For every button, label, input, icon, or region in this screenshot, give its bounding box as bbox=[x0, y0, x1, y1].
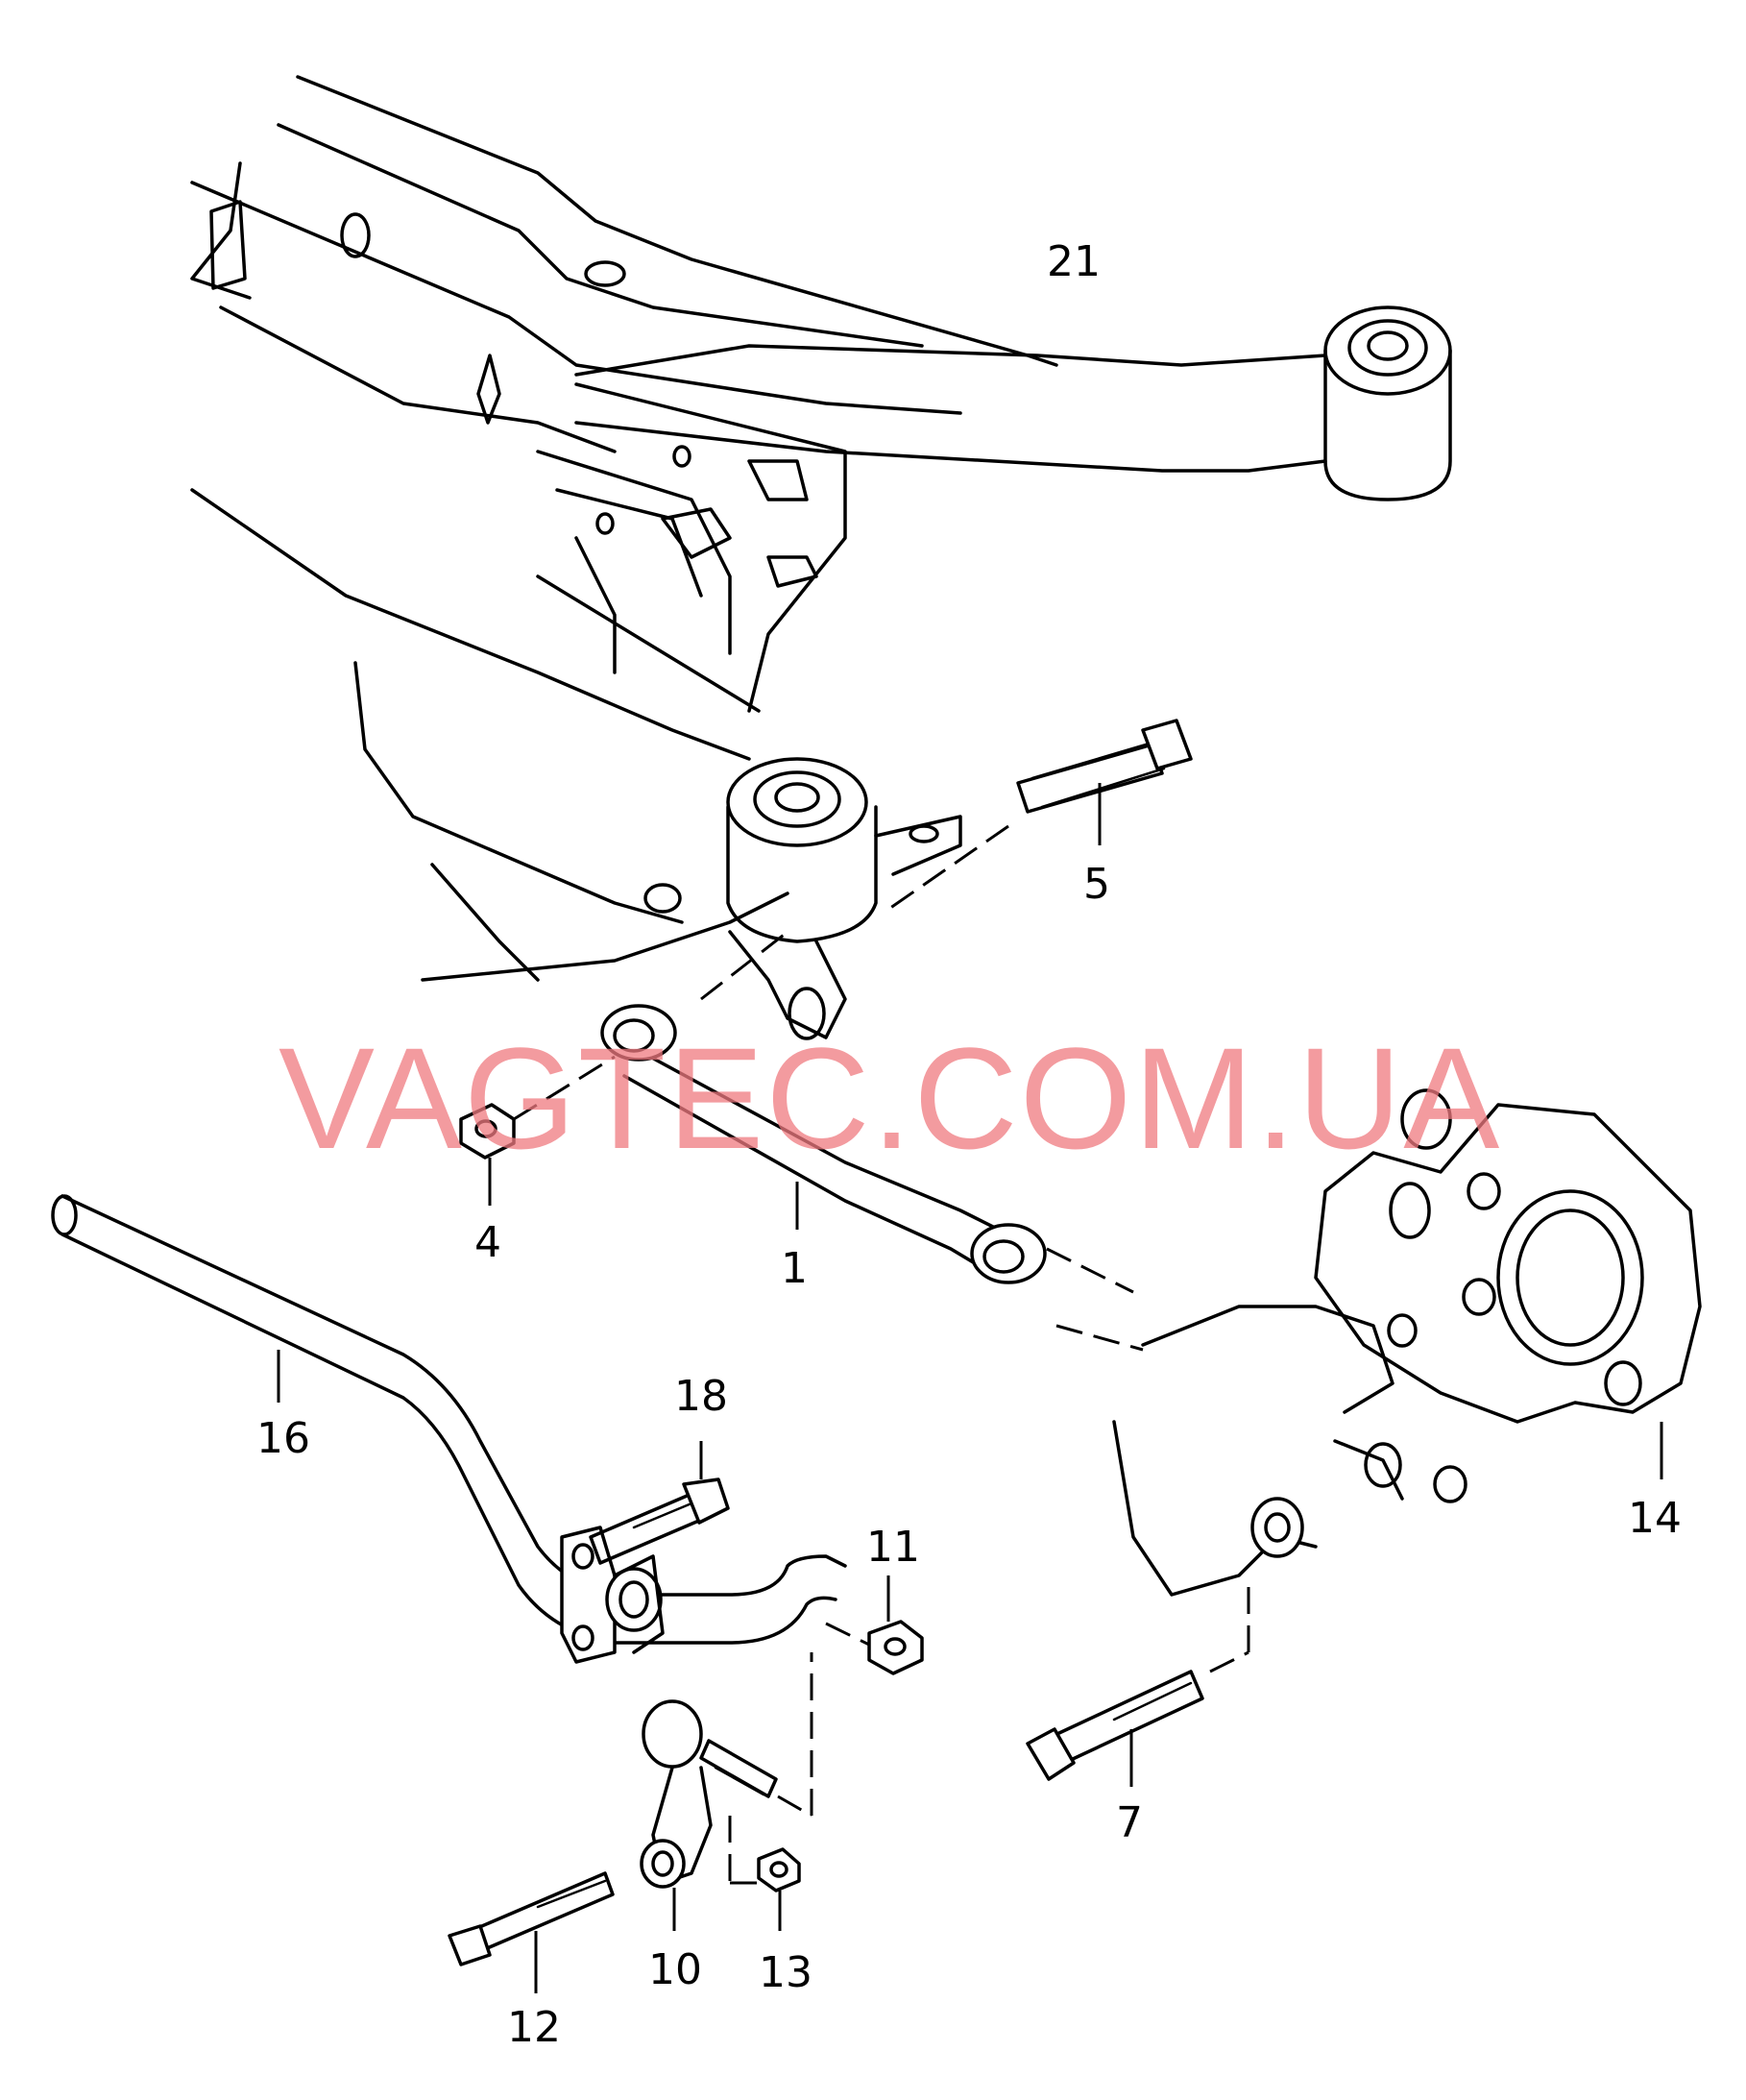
callout-7: 7 bbox=[1116, 1798, 1143, 1847]
part-11-nut bbox=[825, 1575, 924, 1675]
part-4-nut bbox=[459, 930, 788, 1206]
stabilizer-mount bbox=[560, 1526, 665, 1664]
callout-labels: 21 5 4 1 14 16 18 11 7 10 13 12 bbox=[256, 237, 1682, 2052]
part-5-bolt bbox=[883, 719, 1193, 915]
part-10-coupling-rod bbox=[640, 1652, 813, 1931]
part-12-bolt bbox=[448, 1871, 615, 1993]
callout-13: 13 bbox=[759, 1948, 812, 1997]
watermark-text: VAGTEC.COM.UA bbox=[279, 1017, 1501, 1179]
callout-16: 16 bbox=[256, 1414, 310, 1463]
part-18-bolt bbox=[589, 1441, 730, 1565]
callout-5: 5 bbox=[1083, 860, 1110, 909]
subframe-bushing bbox=[726, 757, 962, 943]
callout-12: 12 bbox=[507, 2003, 561, 2052]
callout-1: 1 bbox=[781, 1244, 808, 1293]
callout-10: 10 bbox=[648, 1945, 702, 1994]
part-14-wheel-bearing-housing bbox=[1046, 1088, 1702, 1597]
callout-21: 21 bbox=[1047, 237, 1101, 286]
callout-11: 11 bbox=[866, 1523, 920, 1572]
part-21-transverse-link bbox=[574, 305, 1452, 501]
part-7-bolt bbox=[1026, 1575, 1250, 1787]
callout-14: 14 bbox=[1628, 1494, 1682, 1543]
subframe bbox=[190, 75, 1058, 1040]
part-13-nut bbox=[730, 1847, 801, 1931]
callout-4: 4 bbox=[474, 1218, 501, 1267]
callout-18: 18 bbox=[674, 1372, 728, 1421]
part-1-link-arm bbox=[600, 1004, 1047, 1284]
